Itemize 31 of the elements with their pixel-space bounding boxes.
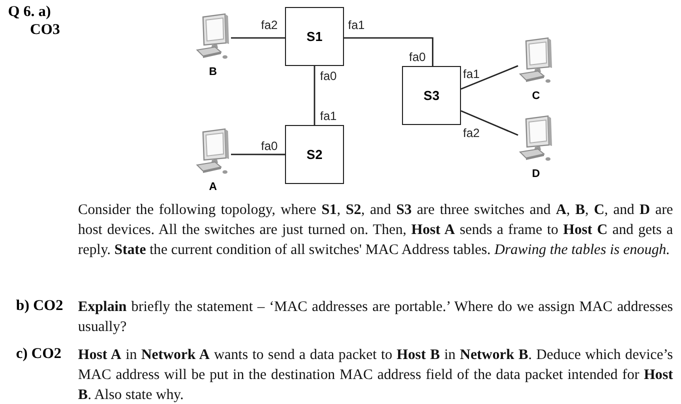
host-label: B (208, 65, 218, 79)
cable-line (231, 154, 285, 156)
question-text: Host A in Network A wants to send a data packet to Host B in Network B. Deduce which device’s MAC address will be put in the destination MAC address field of the data packet intended for Host B. Also state why. (78, 346, 673, 404)
host-label: D (531, 167, 541, 181)
cable-line (314, 66, 316, 125)
switch-label: S2 (306, 147, 322, 162)
switch-label: S3 (424, 88, 440, 103)
switch-box (402, 66, 461, 125)
switch-label: S1 (306, 29, 322, 44)
question-text: Explain briefly the statement – ‘MAC addresses are portable.’ Where do we assign MAC addresses usually? (78, 298, 673, 337)
switch-box (285, 125, 344, 184)
port-label: fa2 (463, 126, 480, 140)
outcome-code: CO3 (30, 21, 60, 39)
port-label: fa0 (320, 69, 337, 83)
cable-line (344, 37, 434, 66)
question-text: Consider the following topology, where S1, S2, and S3 are three switches and A, B, C, and D are host devices. All the switches are just turned on. Then, Host A sends a frame to Host C and gets a reply. State the current condition of all switches' MAC Address tables. Drawing the tables is enough. (78, 201, 673, 260)
cable-line (231, 37, 285, 39)
host-label: A (208, 180, 218, 194)
cable-line (460, 110, 518, 136)
port-label: fa0 (261, 139, 278, 153)
port-label: fa1 (348, 18, 365, 32)
port-label: fa2 (261, 18, 278, 32)
switch-box (285, 7, 344, 66)
cable-line (460, 65, 518, 90)
host-label: C (531, 89, 541, 103)
question-number: Q 6. a) (8, 3, 51, 21)
question-part-label: c) CO2 (16, 345, 62, 363)
port-label: fa1 (463, 67, 480, 81)
port-label: fa0 (409, 50, 426, 64)
question-part-label: b) CO2 (16, 297, 64, 315)
port-label: fa1 (320, 109, 337, 123)
